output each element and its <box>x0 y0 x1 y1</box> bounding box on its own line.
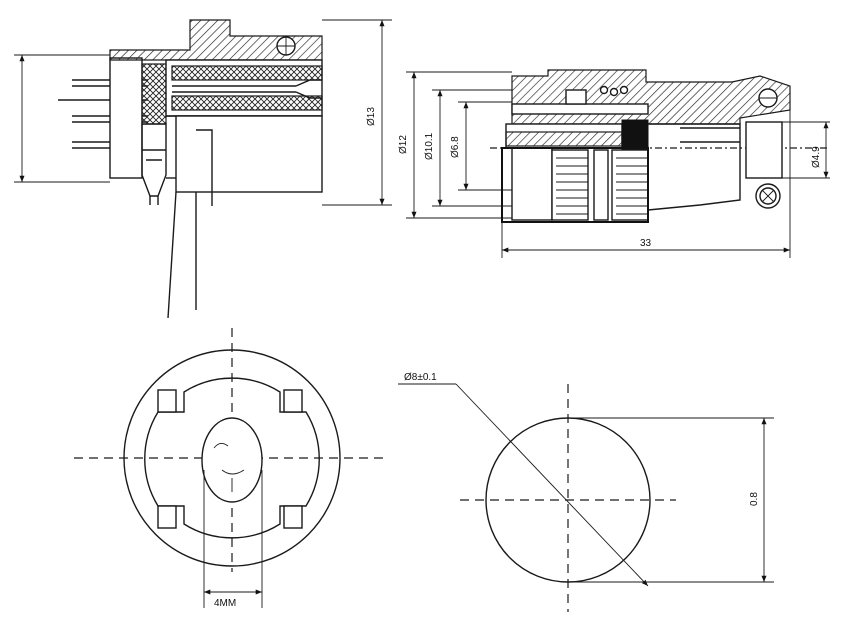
knurl-lines-right <box>616 157 648 215</box>
dim-plug-length: 33 <box>640 238 652 249</box>
dim-panel-flat-height: 0.8 <box>749 492 760 506</box>
dim-plug-outer-dia: Ø12 <box>398 135 409 154</box>
front-view: 4MM <box>74 328 386 609</box>
side-view-plug: Ø12 Ø10.1 Ø6.8 <box>398 69 830 258</box>
side-view-socket: Ø13 <box>14 19 392 319</box>
dim-front-key-width: 4MM <box>214 598 236 609</box>
knurl-lines-left <box>556 157 588 215</box>
dim-side-overall-dia: Ø13 <box>366 107 377 126</box>
panel-cutout-view: Ø8±0.1 0.8 <box>398 372 774 612</box>
dim-plug-clamp-dia: Ø4.9 <box>811 146 822 168</box>
dim-panel-hole-dia: Ø8±0.1 <box>404 372 437 383</box>
dim-plug-mid-dia: Ø10.1 <box>424 132 435 160</box>
dim-plug-inner-dia: Ø6.8 <box>450 136 461 158</box>
